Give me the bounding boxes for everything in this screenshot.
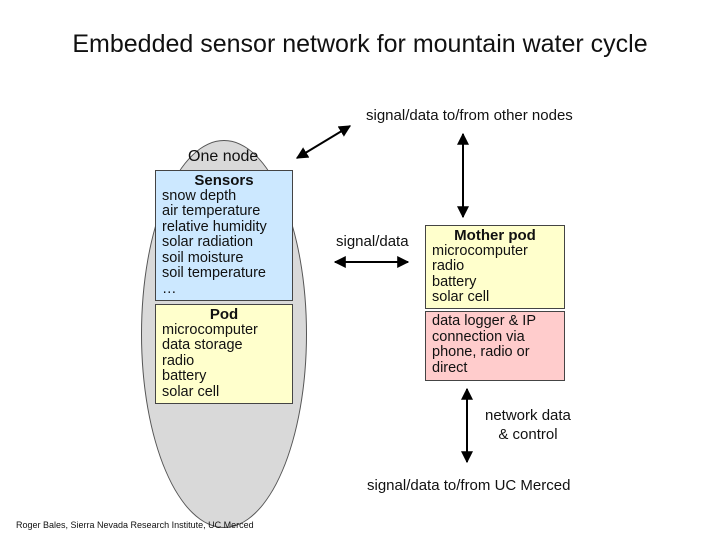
network-data-label: network data & control xyxy=(485,406,571,444)
pod-item: data storage xyxy=(162,337,243,353)
pod-header: Pod xyxy=(209,306,239,323)
mother-pod-item: radio xyxy=(432,258,465,274)
other-nodes-label: signal/data to/from other nodes xyxy=(366,107,573,124)
uc-merced-label: signal/data to/from UC Merced xyxy=(367,477,571,494)
mother-pod-item: solar cell xyxy=(432,289,490,305)
pod-item: radio xyxy=(162,352,195,369)
diagram-title: Embedded sensor network for mountain wat… xyxy=(72,30,648,58)
network-label-line1: network data xyxy=(485,407,571,424)
pod-box: Pod microcomputer data storage radio bat… xyxy=(155,304,293,404)
pod-item: microcomputer xyxy=(162,321,258,338)
sensor-item: soil moisture xyxy=(162,249,244,266)
sensor-item: snow depth xyxy=(162,187,237,204)
sensor-item: soil temperature xyxy=(162,265,266,281)
mother-pod-item: battery xyxy=(432,273,477,290)
mother-pod-box: Mother pod microcomputer radio battery s… xyxy=(425,225,565,309)
credit-line: Roger Bales, Sierra Nevada Research Inst… xyxy=(16,520,254,530)
sensors-box: Sensors snow depth air temperature relat… xyxy=(155,170,293,301)
mother-pod-item: microcomputer xyxy=(432,242,528,259)
arrow-node-to-other-nodes xyxy=(295,125,352,159)
sensor-item: relative humidity xyxy=(162,218,267,235)
mother-pod-header: Mother pod xyxy=(454,227,536,244)
sensor-item: … xyxy=(162,280,177,297)
signal-data-label: signal/data xyxy=(336,233,409,250)
pod-item: battery xyxy=(162,368,207,384)
node-label: One node xyxy=(188,148,259,165)
sensor-item: air temperature xyxy=(162,203,261,219)
sensors-header: Sensors xyxy=(194,172,254,189)
pod-item: solar cell xyxy=(162,383,220,400)
network-label-line2: & control xyxy=(498,426,558,443)
data-logger-box: data logger & IP connection via phone, r… xyxy=(425,311,565,381)
sensor-item: solar radiation xyxy=(162,234,254,250)
